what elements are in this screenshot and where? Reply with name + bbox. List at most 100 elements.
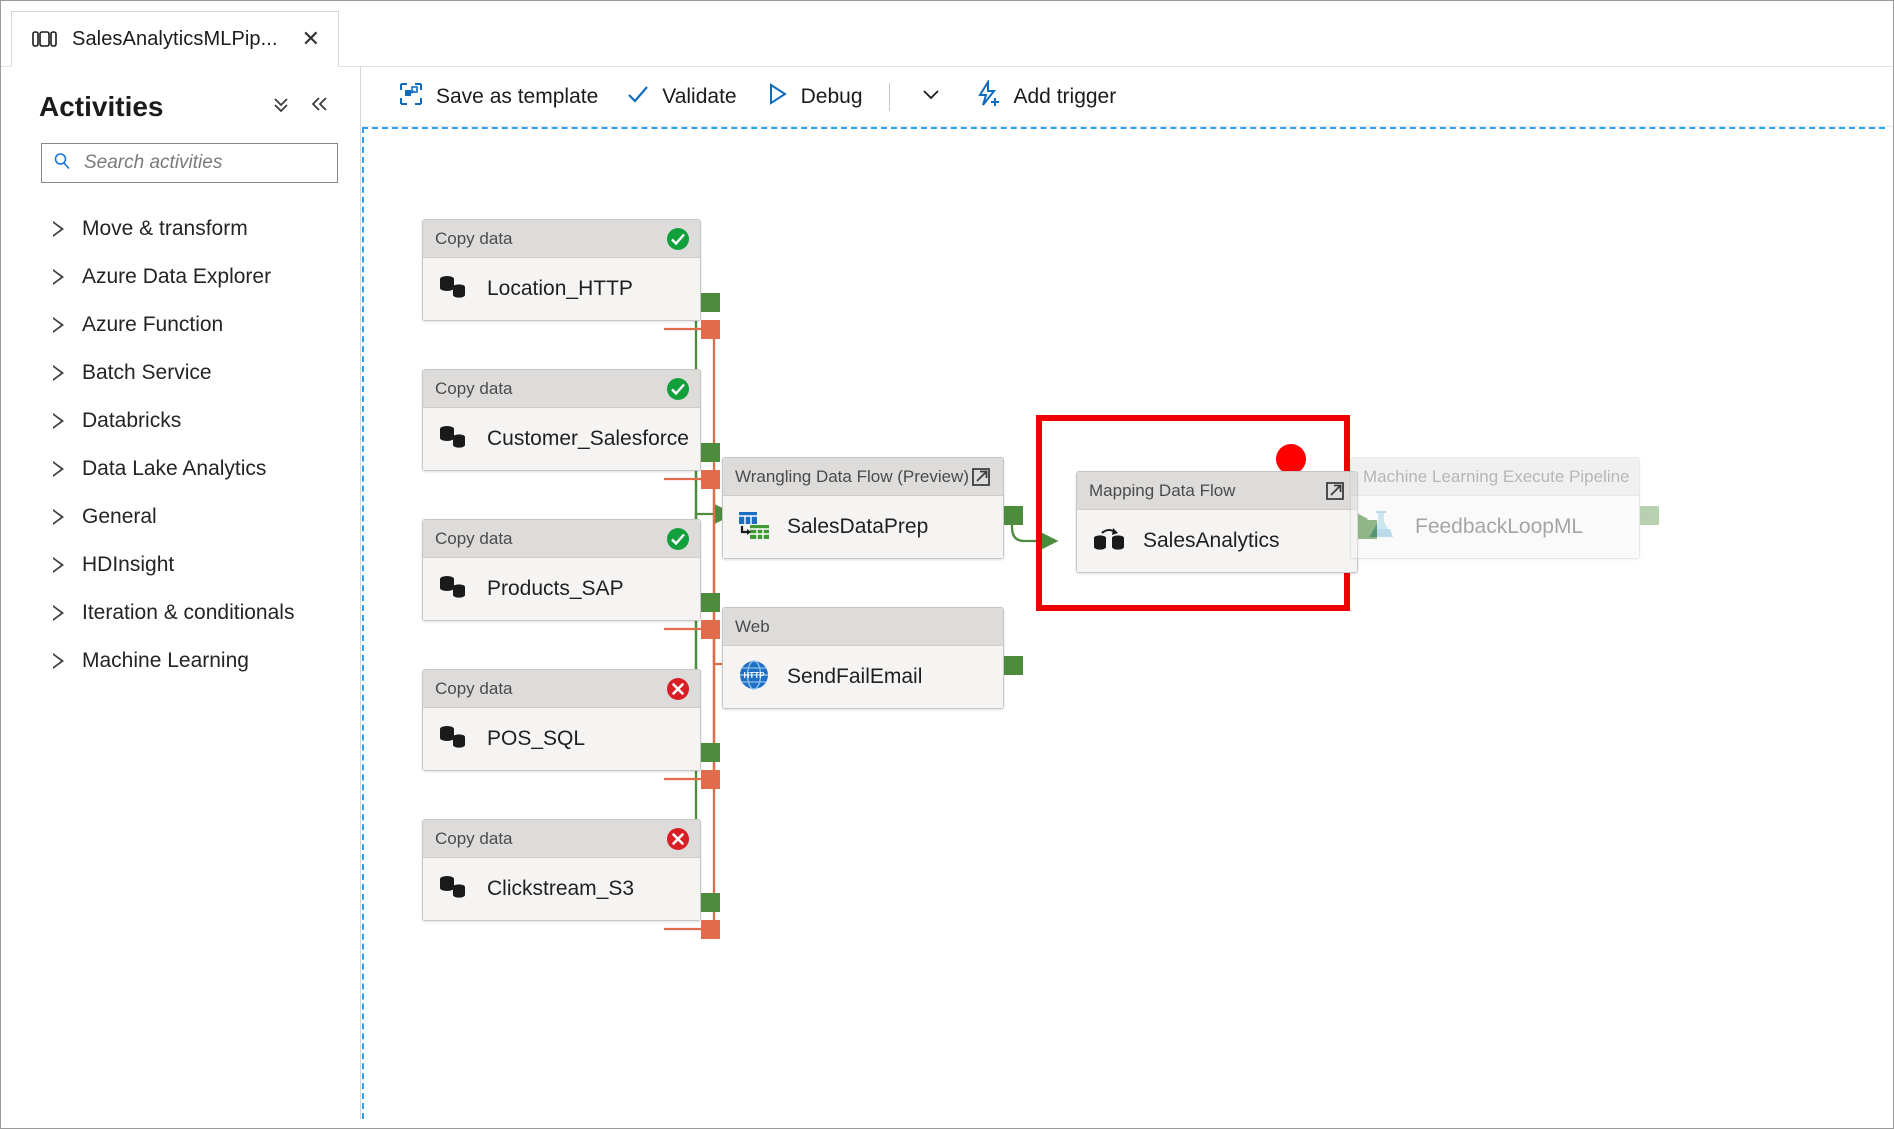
category-label: Iteration & conditionals bbox=[82, 601, 295, 624]
copy-data-icon bbox=[437, 872, 471, 907]
category-label: Move & transform bbox=[82, 217, 248, 240]
node-type-label: Mapping Data Flow bbox=[1089, 480, 1236, 500]
debug-button[interactable]: Debug bbox=[751, 74, 877, 119]
chevron-right-icon bbox=[53, 653, 64, 669]
copy-data-icon bbox=[437, 272, 471, 307]
node-type-label: Copy data bbox=[435, 678, 513, 698]
success-output-port[interactable] bbox=[701, 293, 720, 312]
failure-output-port[interactable] bbox=[701, 920, 720, 939]
category-label: Machine Learning bbox=[82, 649, 249, 672]
node-header: Machine Learning Execute Pipeline bbox=[1351, 458, 1639, 496]
success-output-port[interactable] bbox=[1640, 506, 1659, 525]
success-output-port[interactable] bbox=[701, 893, 720, 912]
activity-node-pos-sql[interactable]: Copy data bbox=[422, 669, 720, 789]
success-output-port[interactable] bbox=[701, 593, 720, 612]
chevron-right-icon bbox=[53, 365, 64, 381]
failure-output-port[interactable] bbox=[701, 320, 720, 339]
pipeline-canvas[interactable]: Copy data bbox=[362, 127, 1885, 1119]
sidebar-item-general[interactable]: General bbox=[11, 493, 360, 541]
node-body: SalesAnalytics bbox=[1077, 510, 1357, 572]
success-output-port[interactable] bbox=[1004, 656, 1023, 675]
open-new-window-icon[interactable] bbox=[1323, 479, 1347, 503]
node-header: Web bbox=[723, 608, 1003, 646]
sidebar-item-machine-learning[interactable]: Machine Learning bbox=[11, 637, 360, 685]
node-name-label: Clickstream_S3 bbox=[487, 877, 635, 900]
sidebar-item-data-lake-analytics[interactable]: Data Lake Analytics bbox=[11, 445, 360, 493]
tab-strip: SalesAnalyticsMLPip... ✕ bbox=[1, 1, 1893, 67]
category-label: Azure Data Explorer bbox=[82, 265, 272, 288]
debug-label: Debug bbox=[800, 84, 863, 108]
chevron-double-down-icon[interactable] bbox=[262, 89, 300, 125]
node-header: Copy data bbox=[423, 370, 700, 408]
pipeline-tab[interactable]: SalesAnalyticsMLPip... ✕ bbox=[11, 11, 340, 67]
sidebar-item-hdinsight[interactable]: HDInsight bbox=[11, 541, 360, 589]
activity-node-sendfailemail[interactable]: Web HTTP SendFailEmail bbox=[722, 607, 1023, 709]
activity-node-location-http[interactable]: Copy data bbox=[422, 219, 720, 339]
node-header: Mapping Data Flow bbox=[1077, 472, 1357, 510]
wrangling-data-flow-icon bbox=[737, 509, 771, 546]
sidebar-item-azure-function[interactable]: Azure Function bbox=[11, 301, 360, 349]
node-name-label: SalesAnalytics bbox=[1143, 529, 1280, 552]
activity-node-products-sap[interactable]: Copy data bbox=[422, 519, 720, 639]
node-header: Copy data bbox=[423, 520, 700, 558]
chevron-right-icon bbox=[53, 317, 64, 333]
selection-marker-dot bbox=[1276, 444, 1306, 474]
search-icon bbox=[52, 151, 72, 176]
node-body: Customer_Salesforce bbox=[423, 408, 700, 470]
validate-button[interactable]: Validate bbox=[612, 74, 750, 119]
node-body: Location_HTTP bbox=[423, 258, 700, 320]
category-label: Azure Function bbox=[82, 313, 224, 336]
activity-category-list: Move & transform Azure Data Explorer Azu… bbox=[11, 205, 360, 685]
add-trigger-button[interactable]: Add trigger bbox=[960, 72, 1131, 121]
chevron-right-icon bbox=[53, 461, 64, 477]
node-body: HTTP SendFailEmail bbox=[723, 646, 1003, 708]
chevron-right-icon bbox=[53, 605, 64, 621]
category-label: Databricks bbox=[82, 409, 182, 432]
sidebar-item-move-transform[interactable]: Move & transform bbox=[11, 205, 360, 253]
close-icon[interactable]: ✕ bbox=[301, 26, 321, 51]
sidebar-item-batch-service[interactable]: Batch Service bbox=[11, 349, 360, 397]
success-output-port[interactable] bbox=[701, 743, 720, 762]
check-circle-icon bbox=[666, 527, 690, 551]
node-type-label: Copy data bbox=[435, 528, 513, 548]
play-triangle-icon bbox=[765, 82, 789, 111]
search-activities-box[interactable] bbox=[41, 143, 338, 183]
node-name-label: POS_SQL bbox=[487, 727, 586, 750]
chevron-double-left-icon[interactable] bbox=[300, 89, 338, 125]
open-new-window-icon[interactable] bbox=[969, 465, 993, 489]
sidebar-item-databricks[interactable]: Databricks bbox=[11, 397, 360, 445]
failure-output-port[interactable] bbox=[701, 620, 720, 639]
template-icon bbox=[398, 81, 424, 112]
chevron-down-icon bbox=[922, 90, 939, 100]
checkmark-icon bbox=[626, 82, 650, 111]
node-body: Clickstream_S3 bbox=[423, 858, 700, 920]
pipeline-tab-title: SalesAnalyticsMLPip... bbox=[72, 27, 278, 50]
category-label: Batch Service bbox=[82, 361, 212, 384]
activity-node-salesanalytics[interactable]: Mapping Data Flow bbox=[1076, 471, 1377, 573]
svg-text:HTTP: HTTP bbox=[744, 671, 766, 680]
node-type-label: Wrangling Data Flow (Preview) bbox=[735, 466, 969, 486]
activity-node-customer-salesforce[interactable]: Copy data bbox=[422, 369, 720, 489]
node-header: Wrangling Data Flow (Preview) bbox=[723, 458, 1003, 496]
mapping-data-flow-icon bbox=[1091, 524, 1127, 559]
node-body: POS_SQL bbox=[423, 708, 700, 770]
failure-output-port[interactable] bbox=[701, 470, 720, 489]
check-circle-icon bbox=[666, 377, 690, 401]
search-input[interactable] bbox=[82, 151, 333, 175]
node-name-label: Location_HTTP bbox=[487, 277, 633, 300]
chevron-right-icon bbox=[53, 269, 64, 285]
save-as-template-button[interactable]: Save as template bbox=[384, 73, 612, 120]
failure-output-port[interactable] bbox=[701, 770, 720, 789]
sidebar-item-azure-data-explorer[interactable]: Azure Data Explorer bbox=[11, 253, 360, 301]
activity-node-clickstream-s3[interactable]: Copy data bbox=[422, 819, 720, 939]
save-as-template-label: Save as template bbox=[436, 84, 599, 108]
category-label: Data Lake Analytics bbox=[82, 457, 267, 480]
success-output-port[interactable] bbox=[1004, 506, 1023, 525]
sidebar-item-iteration-conditionals[interactable]: Iteration & conditionals bbox=[11, 589, 360, 637]
debug-dropdown-button[interactable] bbox=[902, 73, 960, 120]
activity-node-salesdataprep[interactable]: Wrangling Data Flow (Preview) bbox=[722, 457, 1023, 559]
success-output-port[interactable] bbox=[701, 443, 720, 462]
success-output-port[interactable] bbox=[1358, 520, 1377, 539]
activity-node-feedbackloopml[interactable]: Machine Learning Execute Pipeline Feedba… bbox=[1350, 457, 1659, 559]
